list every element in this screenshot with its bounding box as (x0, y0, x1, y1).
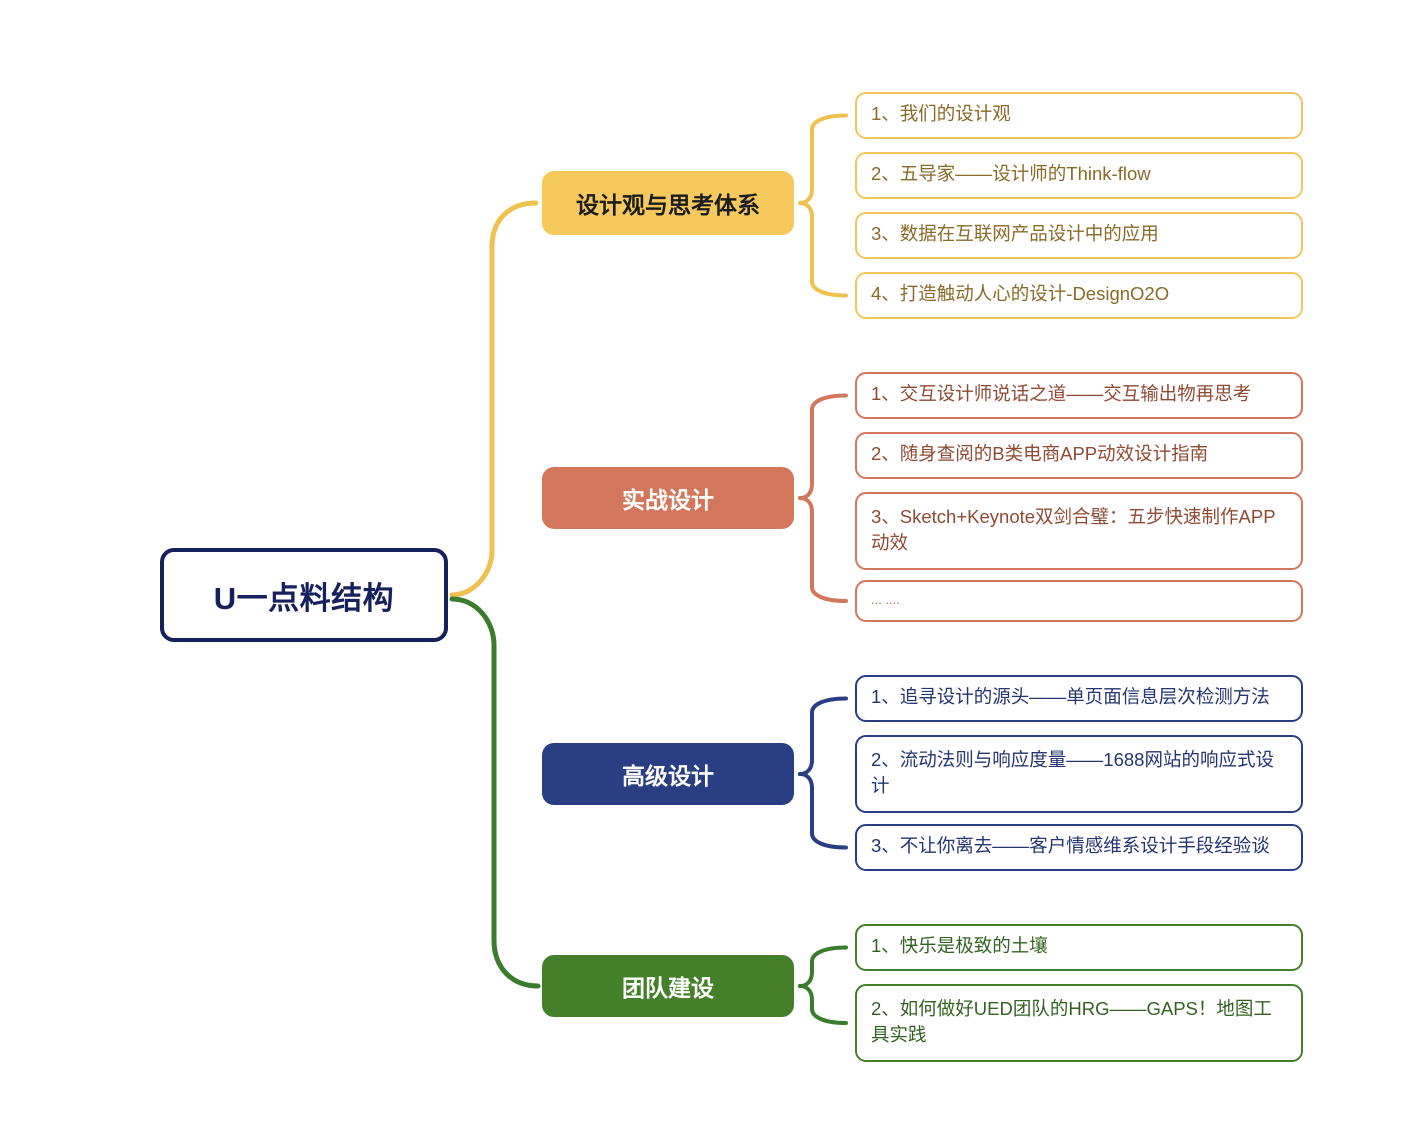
leaf-item[interactable]: 2、五导家——设计师的Think-flow (855, 152, 1303, 199)
leaf-item[interactable]: 2、随身查阅的B类电商APP动效设计指南 (855, 432, 1303, 479)
leaf-item[interactable]: 1、快乐是极致的土壤 (855, 924, 1303, 971)
leaf-item-label: 1、交互设计师说话之道——交互输出物再思考 (871, 383, 1252, 405)
leaf-item-label: 2、如何做好UED团队的HRG——GAPS！地图工具实践 (871, 997, 1272, 1045)
leaf-item[interactable]: 1、我们的设计观 (855, 92, 1303, 139)
leaf-item[interactable]: 2、流动法则与响应度量——1688网站的响应式设计 (855, 735, 1303, 813)
leaf-item-label: 3、数据在互联网产品设计中的应用 (871, 223, 1159, 245)
category-node-team-building[interactable]: 团队建设 (542, 955, 794, 1017)
root-node-label: U一点料结构 (213, 580, 395, 616)
leaf-item[interactable]: 3、数据在互联网产品设计中的应用 (855, 212, 1303, 259)
leaf-item-label: 2、随身查阅的B类电商APP动效设计指南 (871, 443, 1209, 465)
leaf-item[interactable]: 1、追寻设计的源头——单页面信息层次检测方法 (855, 675, 1303, 722)
leaf-item-label: 2、流动法则与响应度量——1688网站的响应式设计 (871, 748, 1274, 796)
leaf-item[interactable]: ... .... (855, 580, 1303, 622)
leaf-item[interactable]: 2、如何做好UED团队的HRG——GAPS！地图工具实践 (855, 984, 1303, 1062)
leaf-item-label: 3、Sketch+Keynote双剑合璧：五步快速制作APP动效 (871, 505, 1276, 553)
leaf-item-label: 3、不让你离去——客户情感维系设计手段经验谈 (871, 835, 1270, 857)
category-node-design-view[interactable]: 设计观与思考体系 (542, 171, 794, 235)
leaf-item[interactable]: 3、不让你离去——客户情感维系设计手段经验谈 (855, 824, 1303, 871)
category-label: 实战设计 (622, 487, 714, 513)
leaf-item-label: 2、五导家——设计师的Think-flow (871, 163, 1151, 185)
category-label: 设计观与思考体系 (576, 192, 760, 218)
leaf-item[interactable]: 1、交互设计师说话之道——交互输出物再思考 (855, 372, 1303, 419)
root-node[interactable]: U一点料结构 (160, 548, 448, 642)
category-label: 团队建设 (622, 975, 714, 1001)
category-node-advanced-design[interactable]: 高级设计 (542, 743, 794, 805)
leaf-item-label: ... .... (871, 591, 900, 607)
leaf-item[interactable]: 4、打造触动人心的设计-DesignO2O (855, 272, 1303, 319)
category-label: 高级设计 (622, 763, 714, 789)
leaf-item-label: 1、快乐是极致的土壤 (871, 935, 1048, 957)
leaf-item-label: 1、我们的设计观 (871, 103, 1011, 125)
leaf-item-label: 4、打造触动人心的设计-DesignO2O (871, 283, 1170, 305)
category-node-practical-design[interactable]: 实战设计 (542, 467, 794, 529)
leaf-item[interactable]: 3、Sketch+Keynote双剑合璧：五步快速制作APP动效 (855, 492, 1303, 570)
leaf-item-label: 1、追寻设计的源头——单页面信息层次检测方法 (871, 686, 1270, 708)
